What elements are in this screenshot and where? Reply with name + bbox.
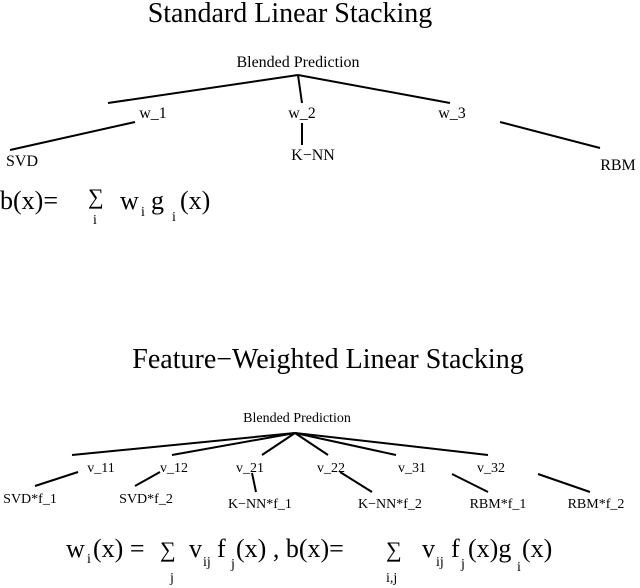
- bottom-formula-f: f: [217, 534, 226, 563]
- bottom-weight-v12: v_12: [160, 461, 188, 476]
- bottom-edge-v22-leaf: [339, 471, 373, 493]
- bottom-leaf-rbm-f2: RBM*f_2: [568, 497, 625, 512]
- bottom-weight-v32: v_32: [477, 461, 505, 476]
- top-formula-w: w: [120, 186, 139, 215]
- top-formula: b(x)= ∑ i w i g i (x): [0, 184, 210, 228]
- bottom-formula-g-arg: (x): [522, 534, 552, 563]
- bottom-formula-f2-sub: j: [460, 557, 465, 572]
- bottom-formula-sum1-symbol: ∑: [160, 537, 176, 562]
- bottom-leaf-knn-f2: K−NN*f_2: [358, 497, 422, 512]
- bottom-leaf-rbm-f1: RBM*f_1: [470, 497, 527, 512]
- top-model-svd: SVD: [6, 153, 38, 170]
- top-formula-sum-symbol: ∑: [88, 184, 104, 209]
- bottom-formula-sum2-symbol: ∑: [386, 537, 402, 562]
- bottom-weight-v22: v_22: [317, 461, 345, 476]
- top-formula-g-sub: i: [172, 210, 176, 225]
- bottom-formula-v-sub: ij: [203, 555, 211, 570]
- bottom-edge-root-v22: [294, 432, 329, 456]
- top-formula-lhs: b(x)=: [0, 186, 58, 215]
- bottom-edge-v32-leaf: [537, 473, 591, 493]
- bottom-formula-w: w: [66, 534, 85, 563]
- bottom-formula-g-sub: i: [517, 560, 521, 575]
- bottom-edge-root-v12: [171, 432, 296, 456]
- top-edge-root-w3: [297, 74, 451, 104]
- bottom-formula-v: v: [189, 534, 202, 563]
- top-edge-w1-svd: [9, 121, 136, 151]
- bottom-formula-w-sub: i: [87, 552, 91, 567]
- top-root-node: Blended Prediction: [236, 54, 359, 71]
- bottom-formula-f-sub: j: [230, 557, 235, 572]
- bottom-edge-root-v21: [261, 432, 296, 456]
- bottom-edge-v11-leaf: [34, 471, 79, 487]
- bottom-formula-sum1-index: j: [169, 571, 174, 586]
- bottom-formula-v2: v: [422, 534, 435, 563]
- top-model-rbm: RBM: [600, 157, 636, 174]
- bottom-edge-root-v31: [294, 432, 397, 456]
- bottom-formula-f2: f: [451, 534, 460, 563]
- top-edge-root-w1: [107, 74, 299, 104]
- bottom-formula-sum2-index: i,j: [386, 571, 397, 586]
- top-weight-w1: w_1: [139, 105, 167, 122]
- bottom-edge-v12-leaf: [134, 471, 161, 487]
- bottom-title: Feature−Weighted Linear Stacking: [132, 344, 523, 375]
- top-edge-w3-rbm: [499, 121, 601, 149]
- top-edge-root-w2: [297, 74, 303, 104]
- bottom-formula-f2-arg: (x)g: [468, 534, 511, 563]
- bottom-formula-v2-sub: ij: [436, 555, 444, 570]
- bottom-weight-v31: v_31: [398, 461, 426, 476]
- bottom-leaf-svd-f1: SVD*f_1: [3, 492, 57, 507]
- top-formula-sum-index: i: [93, 213, 97, 228]
- bottom-edge-v31-leaf: [451, 473, 489, 493]
- bottom-formula-f-arg: (x) , b(x)=: [236, 534, 344, 563]
- bottom-root-node: Blended Prediction: [243, 411, 351, 426]
- bottom-edge-v21-leaf: [251, 472, 257, 493]
- bottom-edge-root-v32: [294, 432, 489, 456]
- bottom-weight-v11: v_11: [87, 461, 114, 476]
- bottom-leaf-knn-f1: K−NN*f_1: [228, 497, 292, 512]
- bottom-edge-root-v11: [71, 432, 296, 456]
- bottom-formula: w i (x) = ∑ j v ij f j (x) , b(x)= ∑ i,j…: [66, 534, 552, 586]
- bottom-weight-v21: v_21: [236, 461, 264, 476]
- top-weight-w2: w_2: [288, 105, 316, 122]
- top-title: Standard Linear Stacking: [148, 0, 433, 29]
- top-formula-arg: (x): [180, 186, 210, 215]
- top-formula-w-sub: i: [141, 205, 145, 220]
- top-formula-g: g: [151, 186, 164, 215]
- bottom-formula-w-arg: (x) =: [93, 534, 144, 563]
- top-weight-w3: w_3: [438, 105, 466, 122]
- top-model-knn: K−NN: [291, 147, 335, 164]
- bottom-leaf-svd-f2: SVD*f_2: [119, 492, 173, 507]
